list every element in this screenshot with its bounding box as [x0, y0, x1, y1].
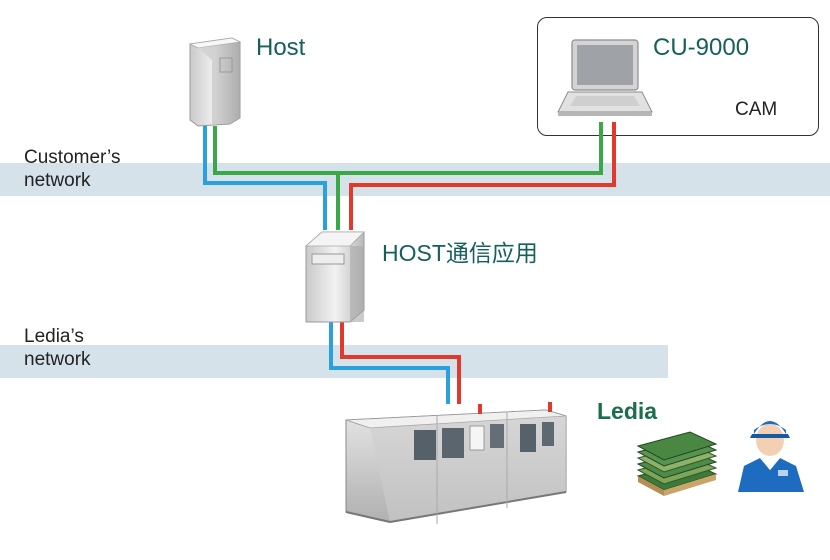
customer-network-label: Customer’s network	[24, 146, 120, 192]
host-comm-label: HOST通信应用	[382, 240, 538, 266]
server-icon	[188, 37, 242, 127]
machine-icon	[345, 402, 567, 524]
ledia-network-label: Ledia’s network	[24, 325, 91, 371]
server-icon	[304, 231, 365, 323]
worker-icon	[738, 421, 804, 492]
laptop-icon	[557, 39, 653, 116]
red-line-hub-ledia	[340, 318, 461, 404]
customer-network-line1: Customer’s	[24, 147, 121, 168]
ledia-network-line2: network	[24, 349, 91, 370]
green-line-host-hub	[213, 126, 340, 230]
green-line-cam-hub	[338, 122, 603, 175]
red-line-cam-hub	[349, 122, 616, 230]
customer-network-line2: network	[24, 170, 91, 191]
ledia-network-band	[0, 345, 668, 378]
ledia-network-line1: Ledia’s	[24, 326, 84, 347]
customer-network-band	[0, 163, 830, 196]
blue-line-hub-ledia	[329, 318, 450, 404]
cam-sublabel: CAM	[735, 99, 778, 120]
host-label: Host	[256, 34, 306, 61]
ledia-label: Ledia	[597, 398, 658, 424]
blue-line-host-hub	[203, 126, 327, 230]
pcb-stack-icon	[636, 431, 718, 496]
cam-label: CU-9000	[653, 34, 750, 61]
